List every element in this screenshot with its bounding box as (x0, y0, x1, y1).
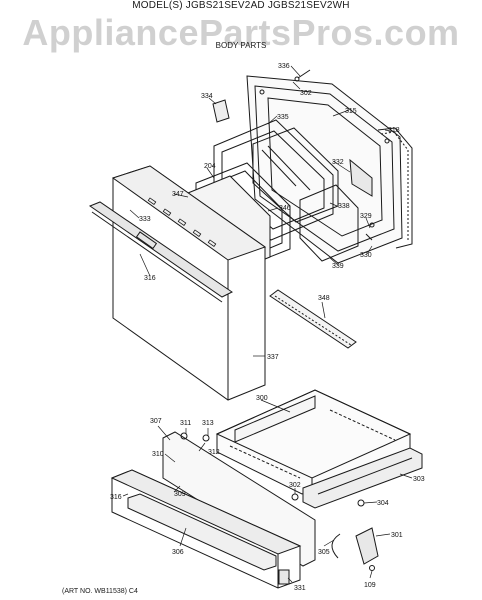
callout-329: 329 (360, 213, 372, 220)
door-inner-frame (246, 75, 403, 264)
small-bracket (212, 99, 230, 123)
watermark: AppliancePartsPros.com (22, 12, 460, 53)
callout-303: 303 (413, 476, 425, 483)
callout-316b: 316 (110, 494, 122, 501)
section-title: BODY PARTS (215, 41, 267, 50)
outer-door-panel (88, 165, 267, 401)
art-number: (ART NO. WB11538) C4 (62, 588, 138, 595)
callout-316a: 316 (144, 275, 156, 282)
callout-312: 312 (208, 449, 220, 456)
callout-315: 315 (345, 108, 357, 115)
callout-333: 333 (139, 216, 151, 223)
inner-glass-338 (252, 127, 339, 223)
callout-332: 332 (332, 159, 344, 166)
callout-304: 304 (377, 500, 389, 507)
callout-305: 305 (318, 549, 330, 556)
callout-300: 300 (256, 395, 268, 402)
callout-346: 346 (279, 205, 291, 212)
callout-309: 309 (174, 491, 186, 498)
side-strip (377, 127, 413, 249)
callout-302b: 302 (289, 482, 301, 489)
callout-302a: 302 (300, 90, 312, 97)
callout-335: 335 (277, 114, 289, 121)
callout-339: 339 (332, 263, 344, 270)
callout-337: 337 (267, 354, 279, 361)
callout-330: 330 (360, 252, 372, 259)
callout-307: 307 (150, 418, 162, 425)
callout-301: 301 (391, 532, 403, 539)
callout-348: 348 (318, 295, 330, 302)
drawer-body (215, 389, 423, 509)
callout-338a: 338 (338, 203, 350, 210)
callout-331: 331 (294, 585, 306, 592)
glass-339 (299, 184, 359, 262)
drawer-front (110, 431, 316, 589)
model-header: MODEL(S) JGBS21SEV2AD JGBS21SEV2WH (132, 0, 350, 11)
callout-306: 306 (172, 549, 184, 556)
callout-336: 336 (278, 63, 290, 70)
callout-318: 318 (388, 127, 400, 134)
callout-204: 204 (204, 163, 216, 170)
callout-313: 313 (202, 420, 214, 427)
callout-109: 109 (364, 582, 376, 589)
callout-310: 310 (152, 451, 164, 458)
callout-334: 334 (201, 93, 213, 100)
callout-347: 347 (172, 191, 184, 198)
trim-strip (269, 289, 357, 349)
callout-311: 311 (180, 420, 191, 427)
screw (294, 69, 311, 82)
